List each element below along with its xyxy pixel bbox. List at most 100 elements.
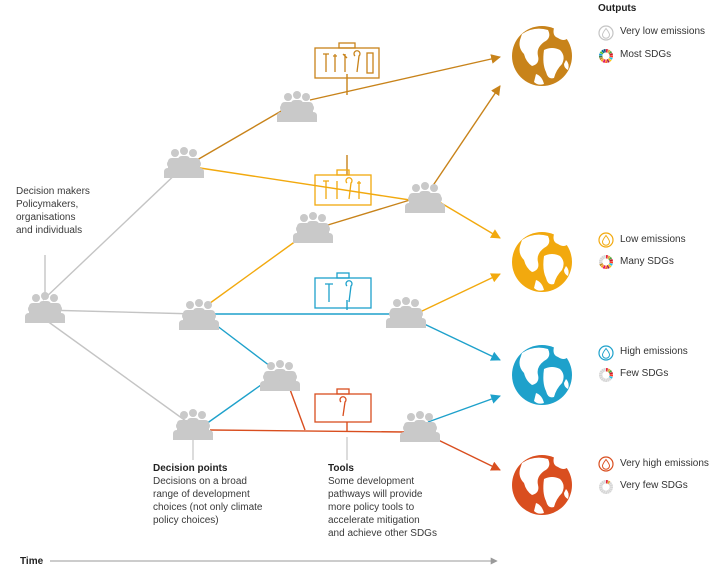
toolbox-icon-red xyxy=(314,388,372,423)
globe-very-high-emissions xyxy=(512,455,572,515)
people-icon-node-lower xyxy=(173,409,213,440)
sdg-wheel-segment xyxy=(601,49,605,54)
people-icon-node-upper xyxy=(164,147,204,178)
decision-makers-title: Decision makers xyxy=(16,186,90,197)
sdg-wheel-segment xyxy=(609,261,614,264)
sdg-wheel-segment xyxy=(608,264,612,268)
sdg-wheel-segment xyxy=(608,481,613,486)
tools-line-3: more policy tools to xyxy=(328,502,415,513)
sdg-wheel-segment xyxy=(605,59,608,63)
decision-makers-line-3: and individuals xyxy=(16,225,83,236)
sdg-wheel-segment xyxy=(605,378,608,382)
decision-points-label: Decision points Decisions on a broad ran… xyxy=(153,462,293,527)
sdg-wheel-segment xyxy=(607,480,611,485)
sdg-wheel-segment xyxy=(608,256,613,261)
sdg-wheel-segment xyxy=(607,368,611,373)
sdg-wheel-icon-most xyxy=(598,49,614,63)
sdg-wheel-segment xyxy=(608,56,613,60)
output-sdgs-most: Most SDGs xyxy=(620,49,672,60)
output-emissions-very-high: Very high emissions xyxy=(620,458,709,469)
sdg-wheel-segment xyxy=(599,376,604,380)
sdg-wheel-segment xyxy=(600,489,605,493)
sdg-wheel-segment xyxy=(599,51,604,55)
globe-very-low-emissions xyxy=(512,26,572,86)
output-sdgs-many: Many SDGs xyxy=(620,256,674,267)
sdg-wheel-segment xyxy=(600,58,605,62)
tools-line-1: Some development xyxy=(328,476,415,487)
sdg-wheel-segment xyxy=(599,53,603,56)
sdg-wheel-segment xyxy=(598,261,603,264)
sdg-wheel-segment xyxy=(608,262,613,266)
sdg-wheel-segment xyxy=(608,489,612,493)
dark-orange-paths xyxy=(196,54,501,229)
people-icon-node-blue-right xyxy=(386,297,426,328)
output-emissions-high: High emissions xyxy=(620,346,688,357)
sdg-wheel-segment xyxy=(606,378,610,382)
sdg-wheel-segment xyxy=(606,49,609,53)
sdg-wheel-segment xyxy=(599,263,604,267)
output-sdgs-few: Few SDGs xyxy=(620,368,669,379)
decision-makers-line-2: organisations xyxy=(16,212,76,223)
grey-paths xyxy=(42,167,198,425)
decision-points-line-4: policy choices) xyxy=(153,515,219,526)
sdg-wheel-segment xyxy=(607,49,611,54)
sdg-wheel-segment xyxy=(599,257,604,261)
sdg-wheel-segment xyxy=(608,487,613,491)
toolbox-icon-orange xyxy=(314,169,372,206)
sdg-wheel-segment xyxy=(606,255,609,259)
sdg-wheel-icon-very-few xyxy=(598,480,614,494)
sdg-wheel-segment xyxy=(598,374,603,377)
sdg-wheel-segment xyxy=(609,483,613,487)
sdg-wheel-segment xyxy=(606,368,609,372)
sdg-wheel-segment xyxy=(601,480,605,485)
sdg-wheel-segment xyxy=(602,490,606,494)
sdg-wheel-segment xyxy=(609,52,613,56)
sdg-wheel-segment xyxy=(600,264,605,268)
sdg-wheel-segment xyxy=(603,368,606,372)
sdg-wheel-segment xyxy=(609,371,613,375)
sdg-wheel-segment xyxy=(609,258,613,262)
toolbox-icon-blue xyxy=(314,272,372,309)
drop-icon-very-low xyxy=(598,25,614,41)
sdg-wheel-segment xyxy=(599,484,603,487)
sdg-wheel-segment xyxy=(603,49,606,53)
sdg-wheel-segment xyxy=(606,59,610,63)
people-icon-node-middle xyxy=(179,299,219,330)
output-sdgs-very-few: Very few SDGs xyxy=(620,480,688,491)
drop-icon-low xyxy=(598,232,614,248)
sdg-wheel-segment xyxy=(602,378,606,382)
people-icon-node-top xyxy=(277,91,317,122)
tools-line-2: pathways will provide xyxy=(328,489,423,500)
people-icon-node-center xyxy=(293,212,333,243)
sdg-wheel-segment xyxy=(608,58,612,62)
sdg-wheel-segment xyxy=(608,375,613,379)
decision-points-title: Decision points xyxy=(153,463,228,474)
decision-makers-line-1: Policymakers, xyxy=(16,199,79,210)
sdg-wheel-segment xyxy=(601,255,605,260)
people-icon-node-mid-right xyxy=(405,182,445,213)
people-icon-node-red-right xyxy=(400,411,440,442)
decision-points-line-1: Decisions on a broad xyxy=(153,476,247,487)
sdg-wheel-segment xyxy=(599,482,604,486)
sdg-wheel-segment xyxy=(608,50,613,55)
sdg-wheel-segment xyxy=(600,377,605,381)
people-icon-start xyxy=(25,292,65,323)
tools-label: Tools Some development pathways will pro… xyxy=(328,462,468,540)
leader-lines xyxy=(192,437,348,460)
people-icon-node-blue-low xyxy=(260,360,300,391)
sdg-wheel-segment xyxy=(603,480,606,484)
time-label: Time xyxy=(20,556,44,567)
sdg-wheel-segment xyxy=(606,480,609,484)
sdg-wheel-segment xyxy=(599,488,604,492)
globe-low-emissions xyxy=(512,232,572,292)
sdg-wheel-segment xyxy=(609,486,614,489)
sdg-wheel-segment xyxy=(599,259,603,262)
red-paths xyxy=(209,383,501,471)
sdg-wheel-icon-many xyxy=(598,255,614,269)
sdg-wheel-segment xyxy=(603,255,606,259)
drop-icon-very-high xyxy=(598,456,614,472)
tools-line-5: and achieve other SDGs xyxy=(328,528,437,539)
sdg-wheel-segment xyxy=(605,490,608,494)
output-emissions-low: Low emissions xyxy=(620,234,686,245)
